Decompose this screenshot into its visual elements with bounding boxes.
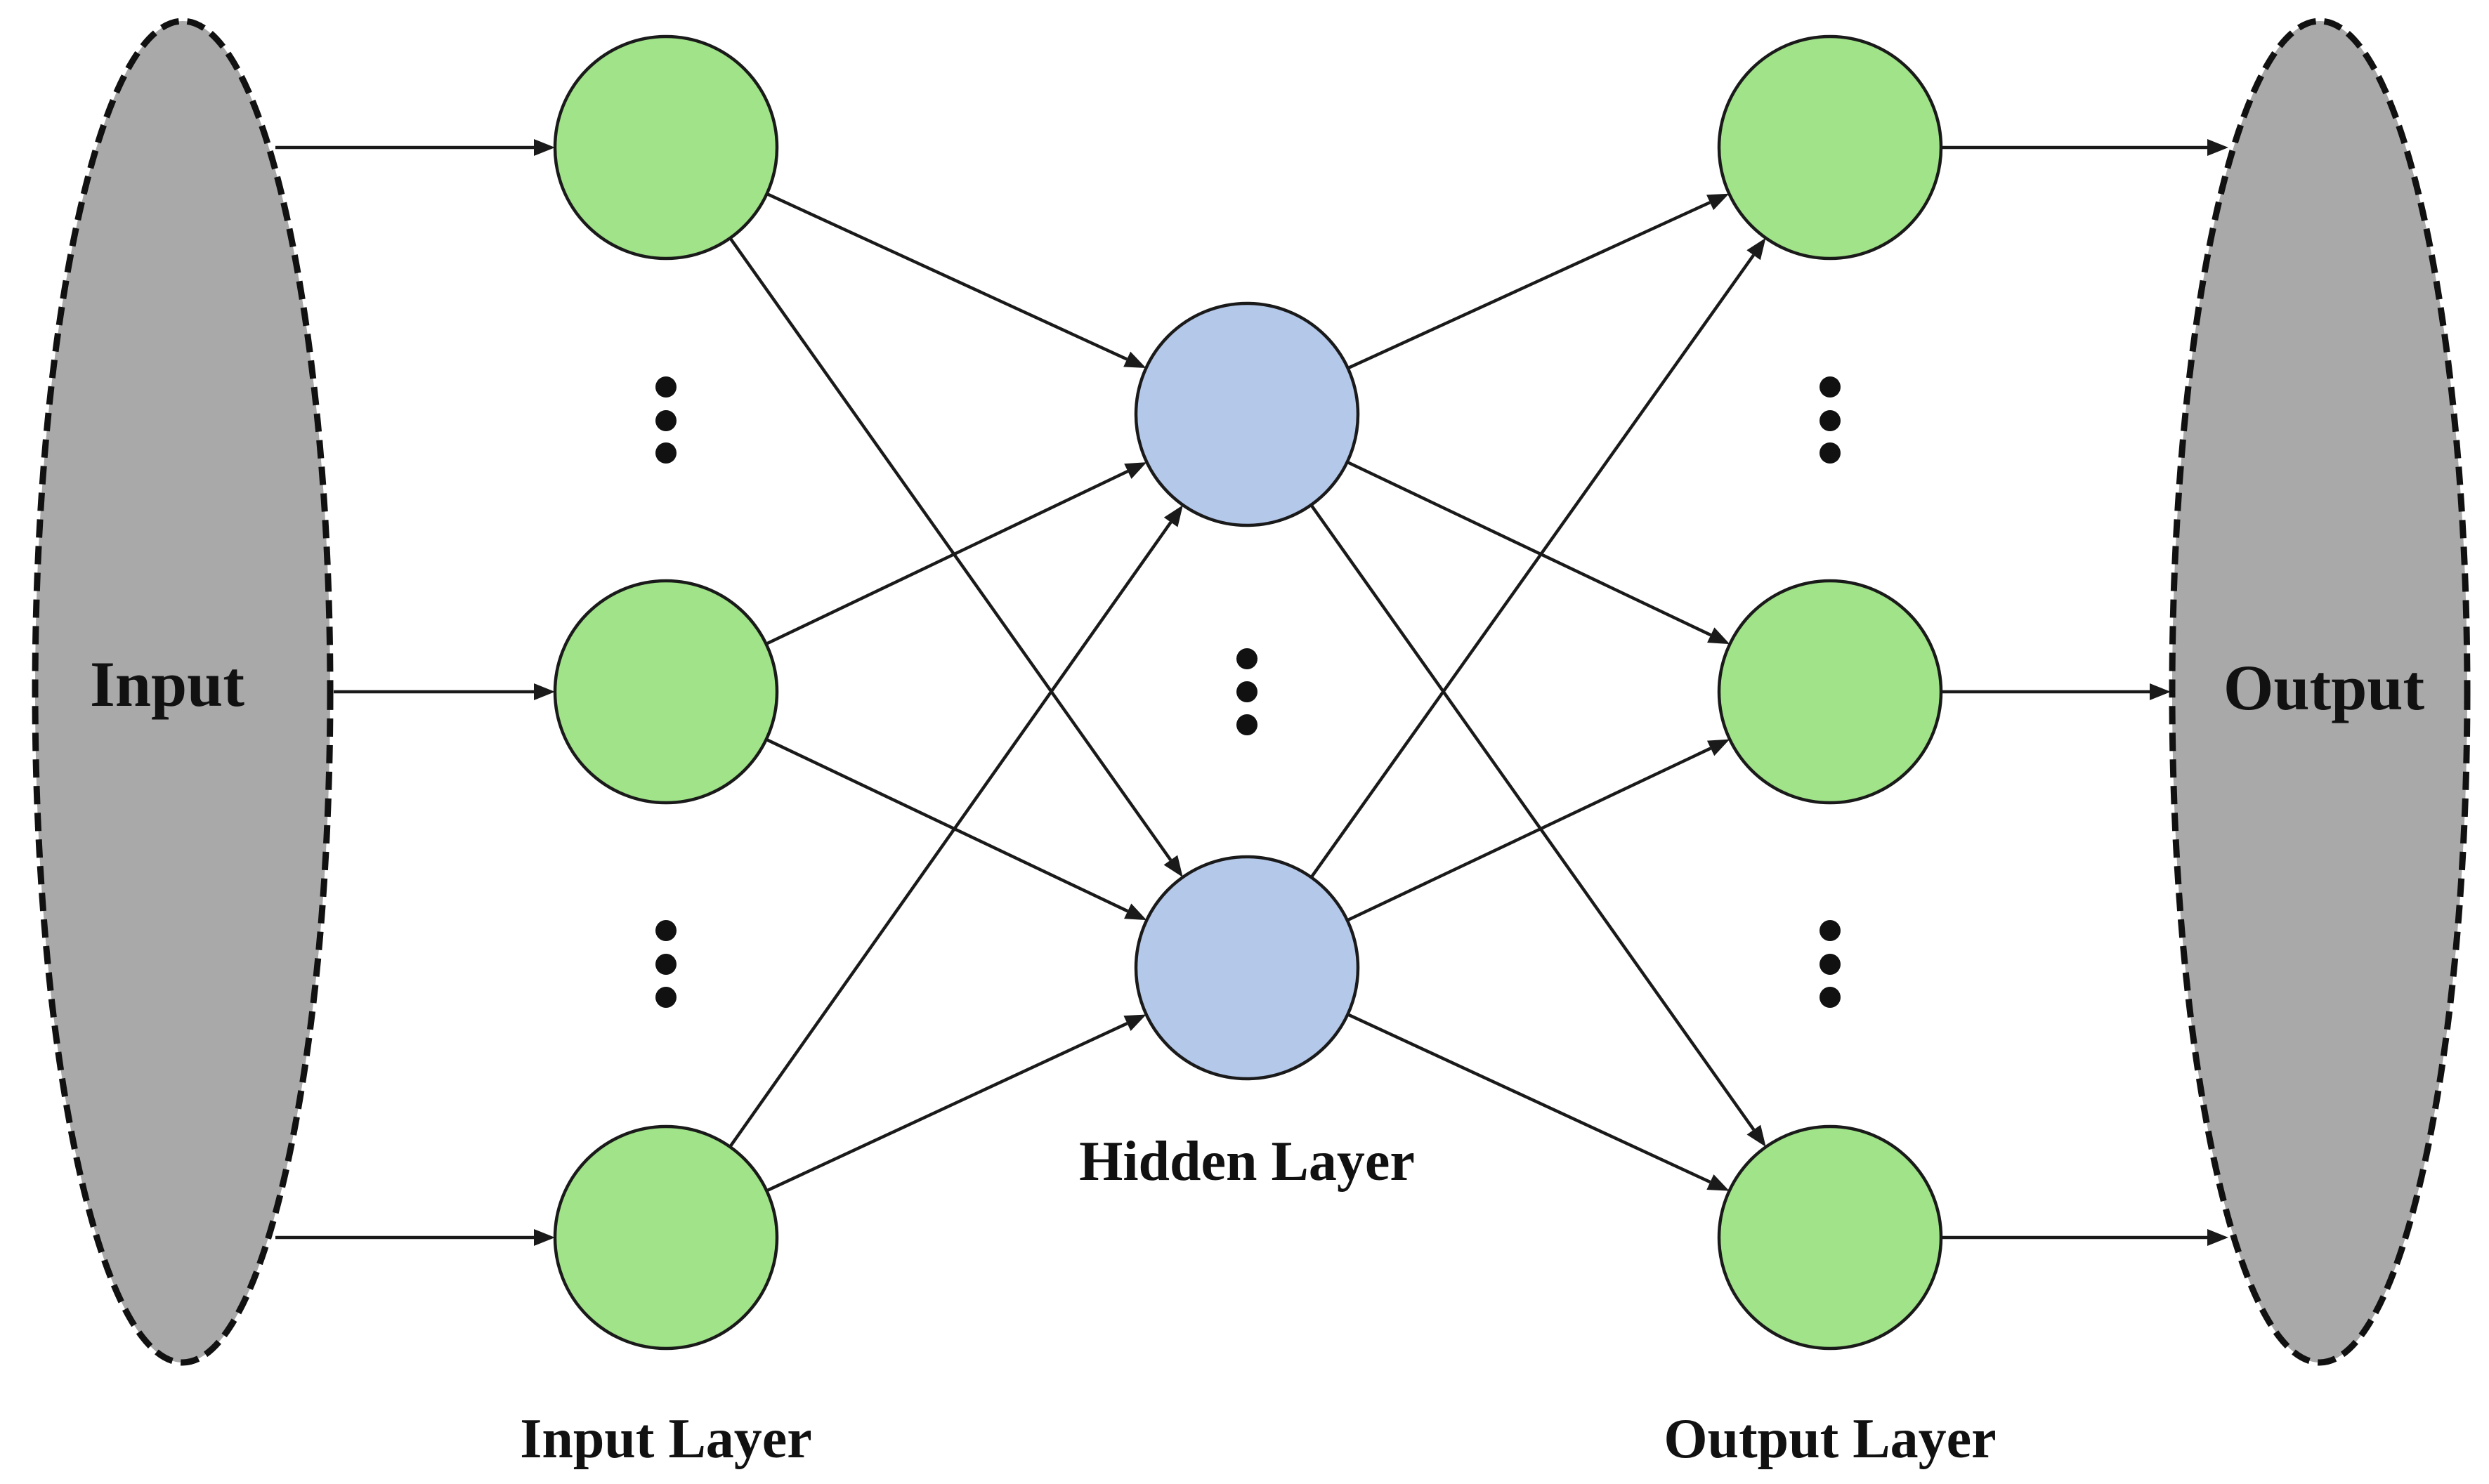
input-label: Input (90, 648, 244, 720)
connection-edges (275, 139, 2228, 1246)
output-layer-node-3 (1717, 1124, 1943, 1351)
arrow-input-to-node-2 (334, 683, 555, 700)
output-layer-ellipsis-lower (1820, 920, 1841, 1008)
hidden-layer-label: Hidden Layer (1079, 1131, 1415, 1193)
output-layer-label: Output Layer (1664, 1408, 1996, 1470)
arrow-input-node-3-to-hidden-node-2 (766, 1014, 1146, 1193)
output-layer-node-2 (1717, 579, 1943, 805)
hidden-layer: Hidden Layer (1079, 301, 1415, 1193)
output-ellipse: Output (2169, 18, 2471, 1366)
input-layer-ellipsis-upper (655, 376, 677, 464)
arrow-input-to-node-1 (275, 139, 555, 156)
input-layer-node-2 (553, 579, 779, 805)
arrow-input-node-3-to-hidden-node-1 (729, 505, 1183, 1148)
arrow-hidden-node-1-to-output-node-2 (1346, 460, 1730, 645)
output-layer-node-1 (1717, 34, 1943, 261)
input-layer-node-1 (553, 34, 779, 261)
arrow-input-node-2-to-hidden-node-2 (765, 737, 1147, 921)
arrow-hidden-node-1-to-output-node-3 (1309, 504, 1766, 1148)
hidden-layer-node-2 (1134, 855, 1360, 1081)
arrow-hidden-node-2-to-output-node-3 (1347, 1013, 1730, 1191)
input-layer-node-3 (553, 1124, 779, 1351)
arrow-output-node-2-to-output (1941, 683, 2171, 700)
arrow-hidden-node-2-to-output-node-1 (1309, 237, 1766, 879)
arrow-input-to-node-3 (275, 1229, 555, 1246)
arrow-input-node-1-to-hidden-node-2 (729, 237, 1183, 878)
input-ellipse: Input (32, 18, 334, 1366)
input-layer-label: Input Layer (520, 1408, 812, 1470)
input-layer-ellipsis-lower (655, 920, 677, 1008)
arrow-input-node-1-to-hidden-node-1 (766, 192, 1146, 369)
output-layer: Output Layer (1664, 34, 1997, 1470)
arrow-output-node-1-to-output (1941, 139, 2228, 156)
hidden-layer-ellipsis (1236, 648, 1257, 735)
output-layer-ellipsis-upper (1820, 376, 1841, 464)
input-layer: Input Layer (520, 34, 812, 1470)
arrow-hidden-node-2-to-output-node-2 (1346, 739, 1730, 922)
arrow-input-node-2-to-hidden-node-1 (765, 462, 1147, 645)
arrow-output-node-3-to-output (1941, 1229, 2228, 1246)
hidden-layer-node-1 (1134, 301, 1360, 527)
arrow-hidden-node-1-to-output-node-1 (1347, 193, 1730, 370)
output-label: Output (2223, 652, 2425, 723)
